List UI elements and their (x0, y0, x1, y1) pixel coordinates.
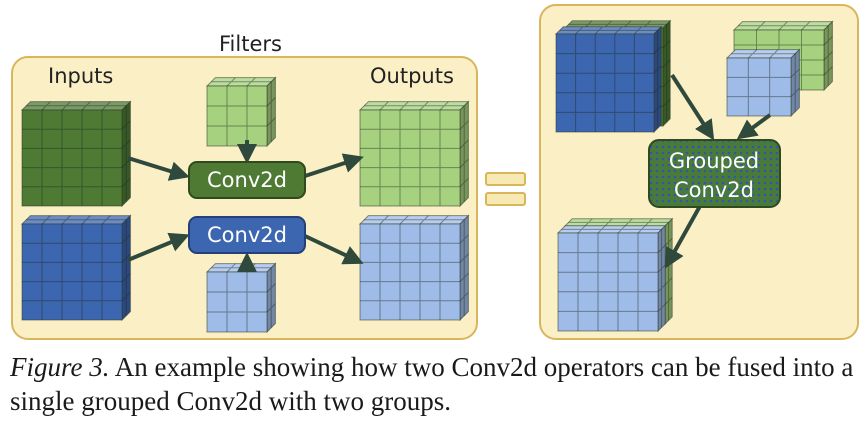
grouped-input-cube-blue (554, 25, 663, 134)
conv2d-bottom-label: Conv2d (207, 223, 287, 247)
caption-text: An example showing how two Conv2d operat… (10, 352, 854, 416)
grouped-output-cube-blue-front-face (557, 232, 659, 332)
figure-label: Figure 3. (10, 352, 110, 382)
input-cube-green-front-face (21, 109, 123, 207)
filters-label: Filters (219, 32, 282, 56)
grouped-output-cube-blue (556, 224, 667, 333)
arrow-grouped-to-output (665, 205, 702, 269)
arrow-input-to-conv-bottom (127, 232, 190, 262)
grouped-filter-cube-green (732, 20, 834, 92)
output-cube-green-front-face (359, 109, 461, 207)
output-cube-green (358, 100, 470, 208)
grouped-input-cube-blue-front-face (555, 33, 655, 133)
filter-cube-green (205, 76, 277, 148)
inputs-label: Inputs (48, 64, 113, 88)
diagram-canvas: Filters Inputs Outputs Conv2d Conv2d Gro… (11, 4, 859, 340)
equals-sign (485, 172, 526, 206)
input-cube-blue (20, 214, 132, 322)
arrow-input-to-conv-top (127, 156, 190, 181)
input-cube-blue-front-face (21, 223, 123, 321)
grouped-filter-cube-blue-front-face (726, 57, 792, 117)
arrows (127, 73, 772, 272)
conv2d-top-box: Conv2d (188, 161, 306, 199)
arrow-conv-top-to-output (304, 153, 364, 178)
filter-cube-blue (205, 262, 277, 334)
output-cube-blue-front-face (359, 223, 461, 321)
arrow-input-to-grouped (670, 73, 715, 141)
filter-cube-blue-front-face (206, 271, 268, 333)
conv2d-top-label: Conv2d (207, 168, 287, 192)
grouped-conv2d-label-line2: Conv2d (674, 178, 754, 202)
figure-caption: Figure 3. An example showing how two Con… (10, 350, 860, 418)
grouped-conv2d-box: Grouped Conv2d (648, 139, 781, 208)
cube-layer (20, 19, 834, 334)
conv2d-bottom-box: Conv2d (188, 216, 306, 254)
output-cube-blue (358, 214, 470, 322)
input-cube-green (20, 100, 132, 208)
outputs-label: Outputs (370, 64, 454, 88)
arrow-conv-bottom-to-output (304, 234, 364, 265)
filter-cube-green-front-face (206, 85, 268, 147)
arrow-filter-to-grouped (736, 113, 772, 140)
grouped-conv2d-label-line1: Grouped (669, 149, 759, 173)
grouped-filter-cube-blue (725, 48, 801, 118)
